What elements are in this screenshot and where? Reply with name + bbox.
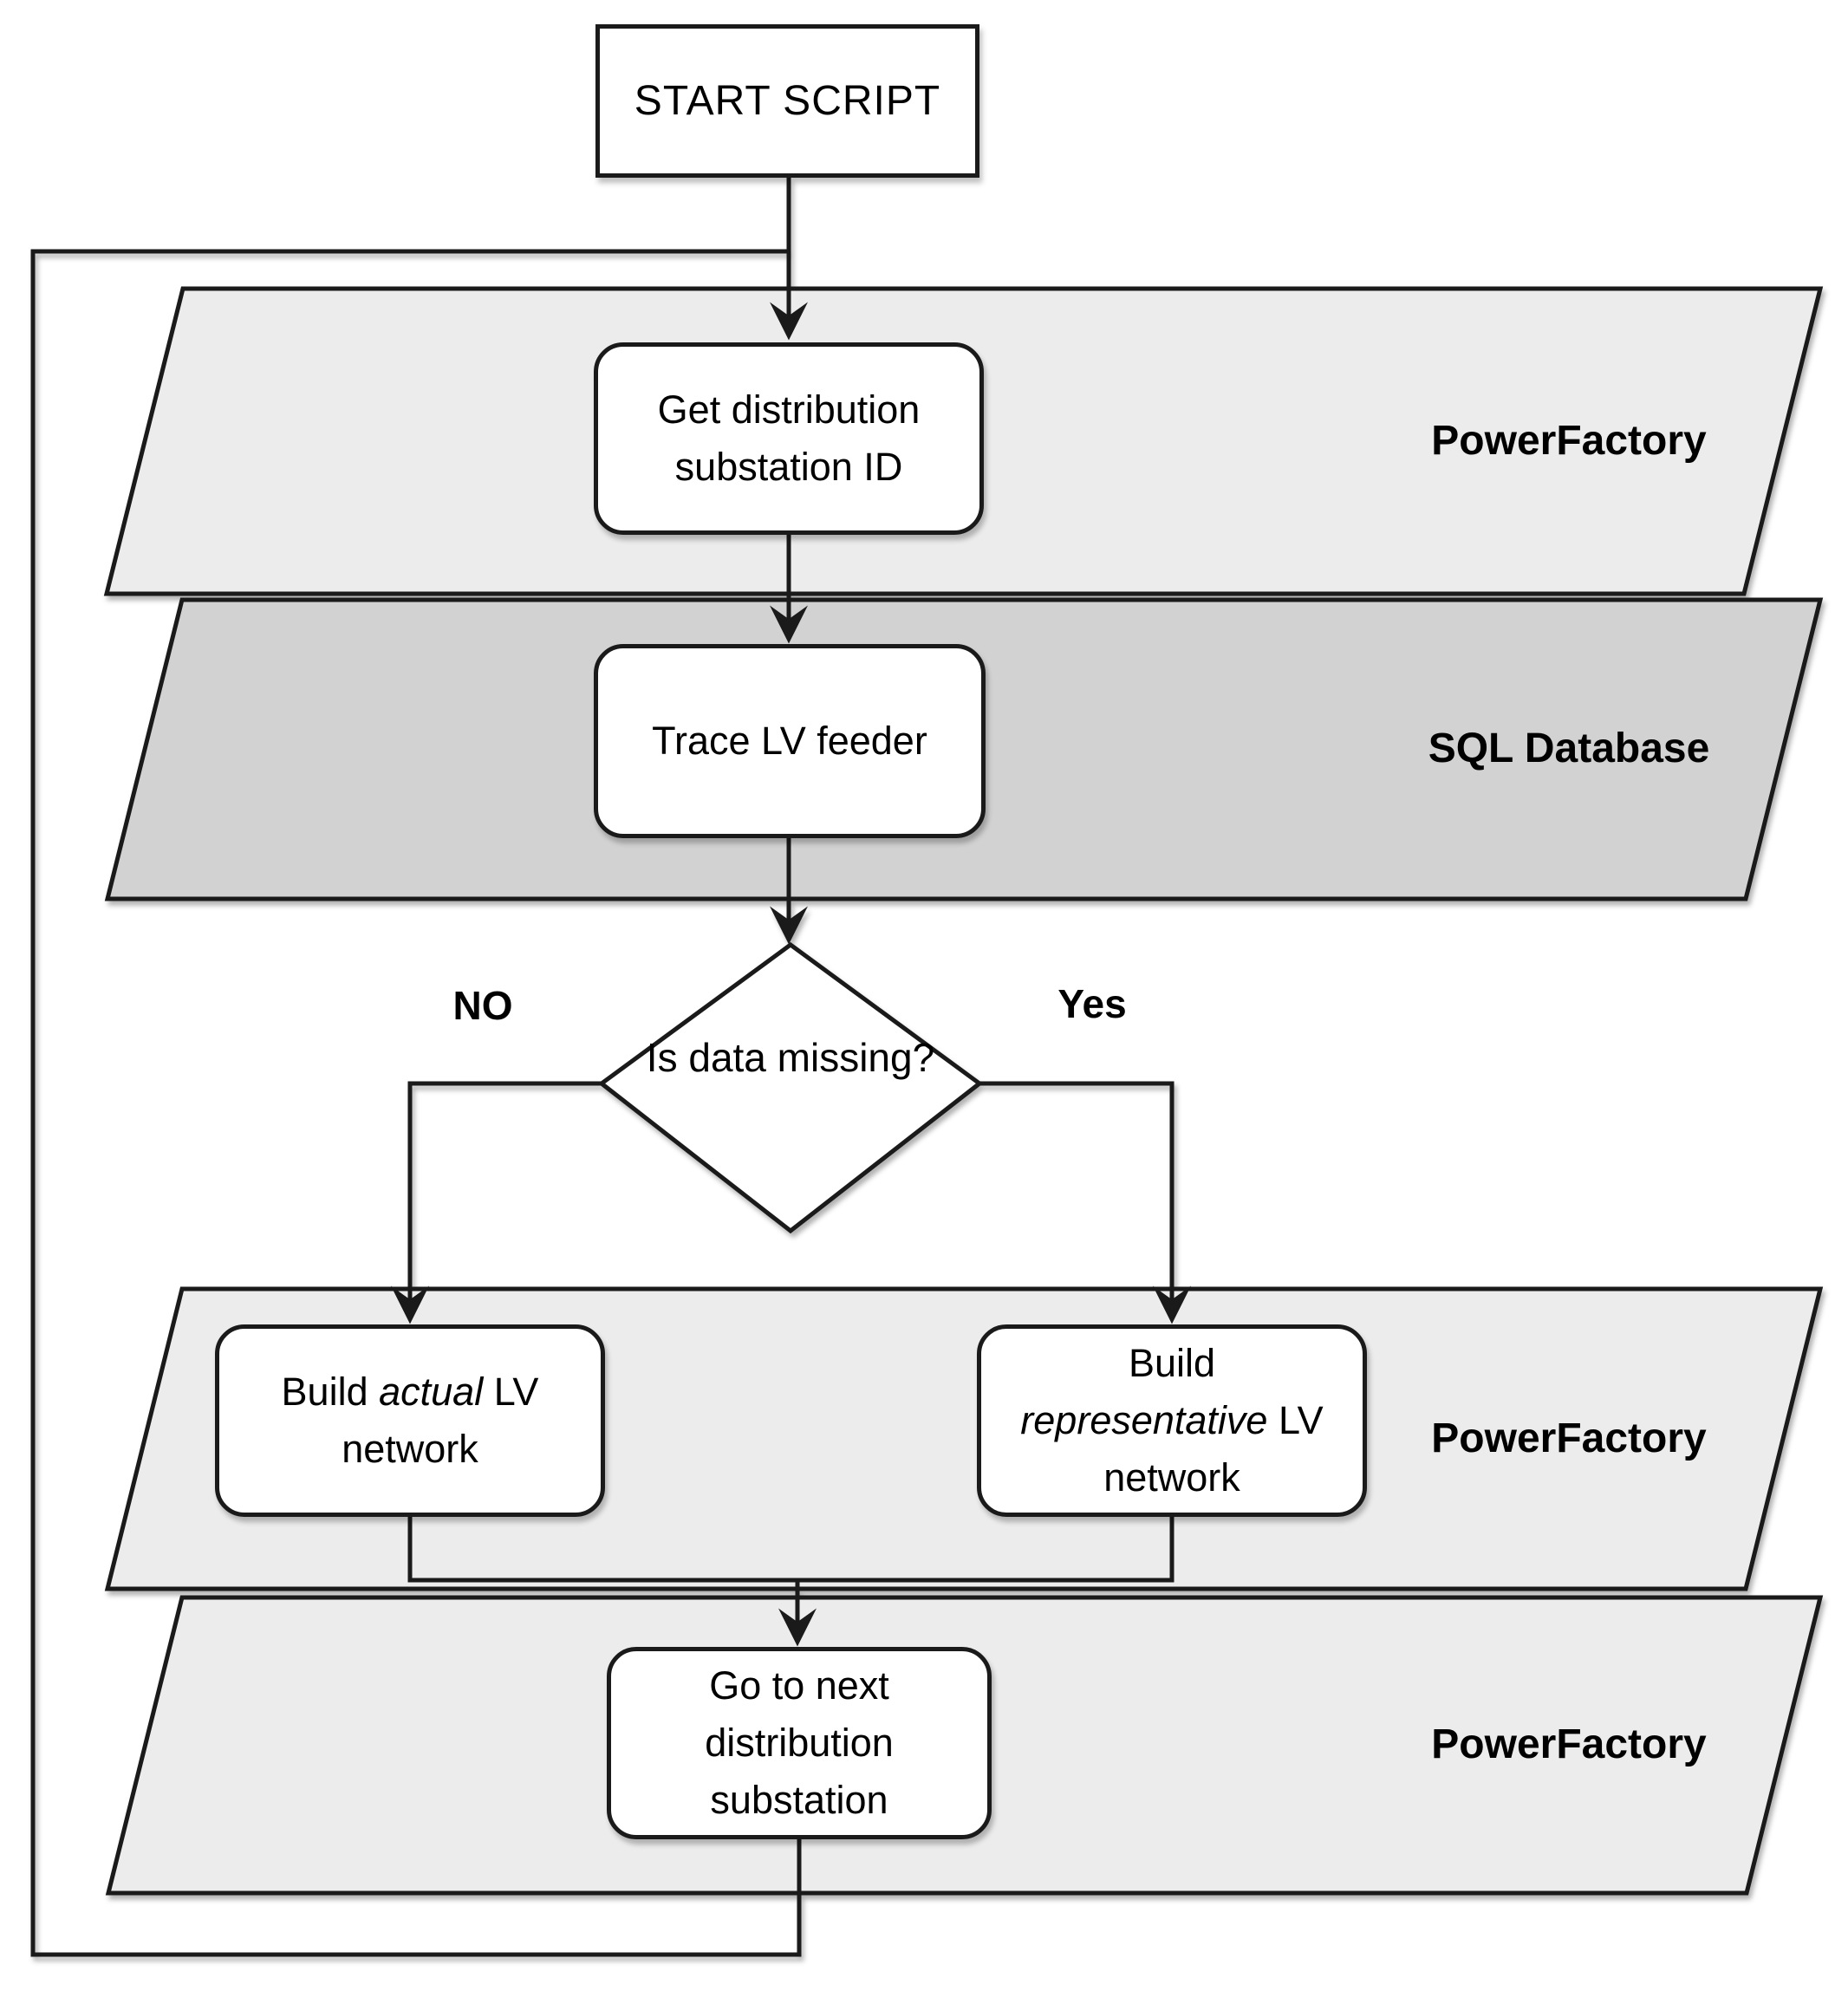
node-trace-lv-feeder: Trace LV feeder xyxy=(594,644,986,838)
decision-is-data-missing-label: Is data missing? xyxy=(602,1025,979,1090)
build-actual-line1-pre: Build xyxy=(281,1370,380,1414)
build-representative-line2-post: LV xyxy=(1267,1398,1324,1442)
build-representative-line3: network xyxy=(1103,1455,1240,1500)
get-substation-id-line1: Get distribution xyxy=(657,387,921,432)
node-go-to-next-substation: Go to next distribution substation xyxy=(607,1647,992,1839)
node-start-script: START SCRIPT xyxy=(595,24,979,178)
band-label-sql-database: SQL Database xyxy=(1428,725,1710,771)
branch-label-no: NO xyxy=(452,983,513,1028)
branch-label-yes: Yes xyxy=(1057,981,1127,1026)
decision-line2: missing? xyxy=(777,1035,935,1080)
build-actual-line1-italic: actual xyxy=(379,1370,484,1414)
connector-converge xyxy=(407,1517,1175,1583)
build-actual-line1: Build actual LV xyxy=(282,1363,539,1421)
build-representative-line2: representative LV xyxy=(1020,1392,1323,1449)
build-representative-line2-italic: representative xyxy=(1020,1398,1268,1442)
node-get-substation-id: Get distribution substation ID xyxy=(594,342,984,535)
build-actual-line1-post: LV xyxy=(483,1370,539,1414)
get-substation-id-line2: substation ID xyxy=(674,445,903,489)
loop-back-connector xyxy=(30,249,802,1957)
node-build-actual-lv-network: Build actual LV network xyxy=(215,1324,605,1517)
node-build-representative-lv-network: Build representative LV network xyxy=(977,1324,1367,1517)
go-next-line3: substation xyxy=(710,1778,888,1822)
build-actual-line2: network xyxy=(342,1427,478,1471)
build-representative-line1: Build xyxy=(1128,1341,1216,1385)
go-next-line1: Go to next xyxy=(709,1663,889,1708)
connector-yes-branch xyxy=(979,1081,1191,1324)
trace-lv-feeder-label: Trace LV feeder xyxy=(652,719,927,763)
band-label-powerfactory-3: PowerFactory xyxy=(1431,1721,1707,1767)
connector-no-branch xyxy=(391,1081,602,1324)
band-label-powerfactory-2: PowerFactory xyxy=(1431,1415,1707,1461)
decision-line1: Is data xyxy=(646,1035,766,1080)
start-script-label: START SCRIPT xyxy=(634,77,941,124)
band-label-powerfactory-1: PowerFactory xyxy=(1431,418,1707,464)
decision-diamond xyxy=(597,941,984,1234)
go-next-line2: distribution xyxy=(705,1721,894,1765)
